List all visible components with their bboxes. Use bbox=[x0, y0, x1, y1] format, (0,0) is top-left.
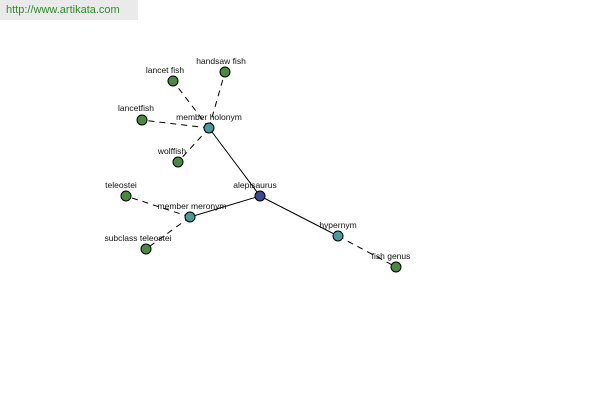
edge-aleptsaurus-to-member-meronym bbox=[189, 195, 261, 218]
edge-member-holonym-to-handsaw-fish bbox=[208, 71, 226, 129]
edge-member-holonym-to-wolffish bbox=[177, 127, 210, 163]
node-teleostei[interactable] bbox=[120, 190, 132, 202]
node-label-fish-genus[interactable]: fish genus bbox=[372, 251, 411, 261]
node-hypernym[interactable] bbox=[332, 230, 344, 242]
node-label-aleptsaurus[interactable]: alepisaurus bbox=[233, 180, 276, 190]
edge-member-meronym-to-teleostei bbox=[125, 195, 191, 218]
node-label-member-holonym[interactable]: member holonym bbox=[176, 112, 242, 122]
node-label-wolffish[interactable]: wolffish bbox=[157, 146, 186, 156]
node-label-handsaw-fish[interactable]: handsaw fish bbox=[196, 56, 246, 66]
node-label-hypernym[interactable]: hypernym bbox=[319, 220, 356, 230]
edge-aleptsaurus-to-hypernym bbox=[259, 195, 339, 237]
node-label-subclass-teleostei[interactable]: subclass teleostei bbox=[104, 233, 171, 243]
edge-member-holonym-to-lancet-fish bbox=[172, 80, 210, 129]
node-label-member-meronym[interactable]: member meronym bbox=[158, 201, 227, 211]
node-label-lancetfish[interactable]: lancetfish bbox=[118, 103, 154, 113]
node-member-holonym[interactable] bbox=[203, 122, 215, 134]
graph-labels: alepisaurus member holonym member meronym h… bbox=[104, 56, 410, 261]
node-subclass-teleostei[interactable] bbox=[140, 243, 152, 255]
node-lancetfish[interactable] bbox=[136, 114, 148, 126]
edge-member-meronym-to-subclass-teleostei bbox=[145, 216, 191, 250]
node-lancet-fish[interactable] bbox=[167, 75, 179, 87]
node-member-meronym[interactable] bbox=[184, 211, 196, 223]
edge-member-holonym-to-lancetfish bbox=[141, 119, 210, 129]
node-label-lancet-fish[interactable]: lancet fish bbox=[146, 65, 185, 75]
node-fish-genus[interactable] bbox=[390, 261, 402, 273]
url-banner[interactable]: http://www.artikata.com bbox=[0, 0, 138, 20]
edge-aleptsaurus-to-member-holonym bbox=[208, 127, 261, 197]
node-handsaw-fish[interactable] bbox=[219, 66, 231, 78]
graph-nodes bbox=[120, 66, 402, 273]
node-aleptsaurus[interactable] bbox=[254, 190, 266, 202]
graph-edges bbox=[125, 71, 397, 268]
node-wolffish[interactable] bbox=[172, 156, 184, 168]
node-label-teleostei[interactable]: teleostei bbox=[105, 180, 137, 190]
